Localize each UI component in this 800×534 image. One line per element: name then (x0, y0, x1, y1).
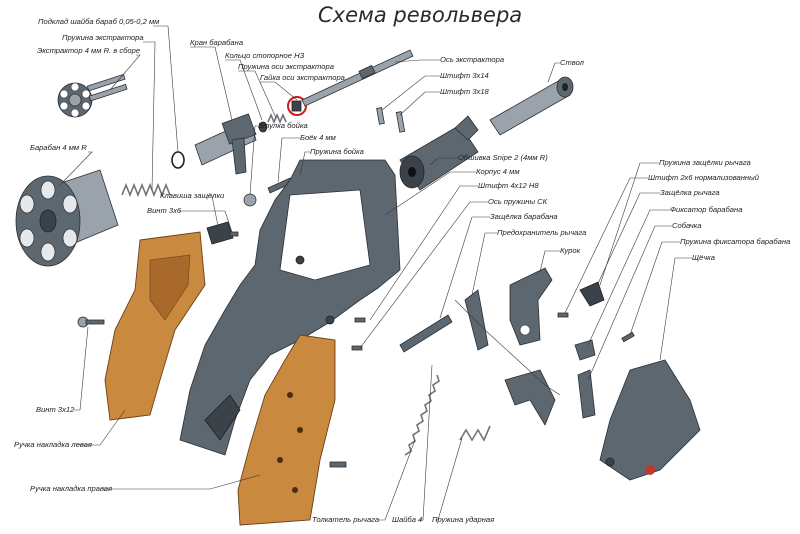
label-spring-axle: Ось пружины СК (488, 197, 548, 206)
leader-lines (59, 25, 692, 521)
barrel-part (489, 76, 574, 136)
label-stop-spring: Пружина фиксатора барабана (680, 237, 790, 246)
diagram-title: Схема револьвера (318, 3, 522, 27)
label-grip-left: Ручка накладка левая (14, 440, 92, 449)
retaining-ring-part (258, 121, 268, 133)
label-pin-3x18: Штифт 3х18 (440, 87, 490, 96)
label-extractor: Экстрактор 4 мм R. в сборе (37, 46, 140, 55)
label-grip-right: Ручка накладка правая (30, 484, 112, 493)
cylinder-part (15, 169, 119, 267)
ejector-rod-spring-part (267, 112, 287, 125)
cylinder-stop-part (574, 339, 596, 361)
extractor-part (57, 73, 128, 118)
label-hammer: Курок (560, 246, 581, 255)
hand-part (577, 369, 596, 419)
grip-right-part (237, 334, 336, 526)
label-screw-3x6: Винт 3х6 (147, 206, 182, 215)
label-cylinder-stop: Фиксатор барабана (670, 205, 742, 214)
pin-4x12-part (354, 317, 366, 323)
pin-3x18-part (395, 111, 406, 133)
latch-button-part (206, 221, 234, 245)
label-pin-4x12: Штифт 4х12 Н8 (478, 181, 539, 190)
lever-latch-part (579, 281, 605, 307)
label-lever-latch: Защёлка рычага (660, 188, 720, 197)
label-ejector-rod-spring: Пружина оси экстрактора (238, 62, 334, 71)
screw-3x6-part (229, 231, 239, 237)
label-ejector-rod: Ось экстрактора (440, 55, 504, 64)
hammer-part (509, 267, 553, 346)
label-cylinder-latch: Защёлка барабана (490, 212, 558, 221)
label-firing-pin-spring: Пружина бойка (310, 147, 364, 156)
hand-spring-part (459, 425, 491, 442)
label-mainspring: Пружина ударная (432, 515, 494, 524)
label-lever-safety: Предохранитель рычага (497, 228, 586, 237)
label-latch-button: Клавиша защёлки (160, 191, 225, 200)
lever-safety-part (464, 289, 489, 351)
label-pin-3x14: Штифт 3х14 (440, 71, 489, 80)
screw-3x12-part (77, 316, 105, 328)
label-crane: Кран барабана (190, 38, 243, 47)
label-washer-4: Шайба 4 (392, 515, 422, 524)
side-plate-part (599, 359, 701, 481)
label-hand: Собачка (672, 221, 701, 230)
label-cylinder: Барабан 4 мм R (30, 143, 87, 152)
label-side-plate: Щёчка (692, 253, 715, 262)
ejector-rod-nut-part (291, 100, 302, 112)
ejector-rod-part (301, 49, 414, 107)
label-firing-pin-bushing: Втулка бойка (258, 121, 308, 130)
frame-part (179, 159, 401, 456)
firing-pin-bushing-part (243, 193, 257, 207)
label-barrel: Ствол (560, 58, 585, 67)
label-ejector-rod-nut: Гайка оси экстрактора (260, 73, 345, 82)
label-shim-washer: Подклад шайба бараб 0,05-0,2 мм (38, 17, 160, 26)
spring-axle-part (351, 345, 363, 351)
highlight-ring (287, 96, 307, 116)
label-extractor-spring: Пружина экстрактора (62, 33, 144, 42)
barrel-shroud-part (399, 115, 479, 191)
cylinder-latch-part (399, 314, 453, 353)
label-screw-3x12: Винт 3х12 (36, 405, 75, 414)
pin-3x14-part (376, 107, 385, 125)
mainspring-part (404, 374, 440, 456)
stop-spring-part (621, 331, 635, 343)
grip-left-part (104, 231, 206, 421)
label-firing-pin: Боёк 4 мм (300, 133, 337, 142)
label-frame: Корпус 4 мм (476, 167, 520, 176)
label-retaining-ring: Кольцо стопорное НЗ (225, 51, 305, 60)
pin-2x6-part (557, 312, 569, 318)
labels-group: Подклад шайба бараб 0,05-0,2 мм Пружина … (14, 17, 790, 524)
trigger-part (504, 369, 556, 426)
label-trigger-pusher: Толкатель рычага (312, 515, 379, 524)
crane-part (194, 113, 257, 175)
label-lever-latch-spring: Пружина защёлки рычага (659, 158, 751, 167)
label-barrel-shroud: Обшивка Snipe 2 (4мм R) (458, 153, 548, 162)
grip-screw-part (329, 461, 347, 468)
label-pin-2x6: Штифт 2х6 нормализованный (648, 173, 760, 182)
extractor-spring-part (121, 182, 171, 198)
shim-washer-part (171, 151, 185, 169)
